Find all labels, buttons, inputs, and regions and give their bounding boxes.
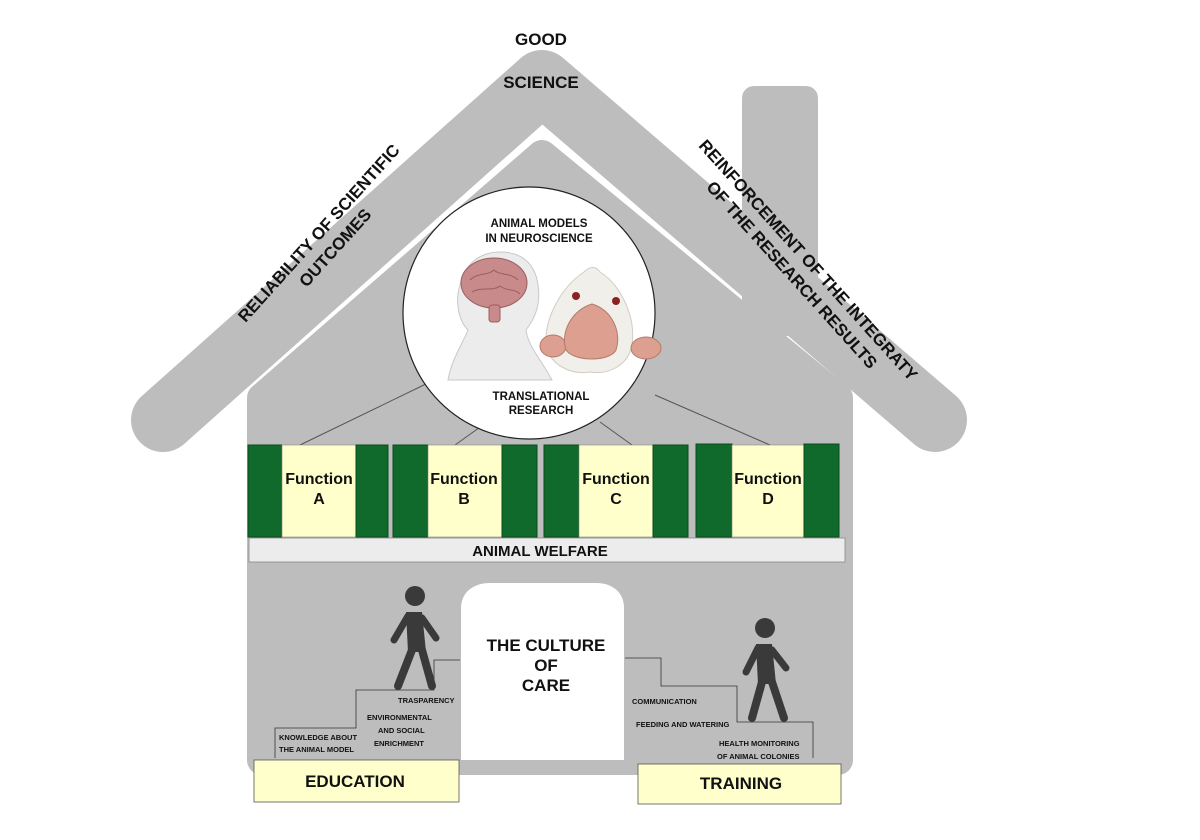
door-label: OF (534, 656, 558, 675)
function-d-label: D (762, 491, 774, 508)
center-circle: ANIMAL MODELS IN NEUROSCIENCE TRANSLATIO… (402, 186, 662, 440)
function-c-label: C (610, 491, 622, 508)
roof-top-label: SCIENCE (503, 73, 579, 92)
function-a-label: Function (285, 471, 353, 488)
function-column-c: Function C (543, 444, 689, 538)
roof: GOOD SCIENCE RELIABILITY OF SCIENTIFIC O… (131, 30, 967, 452)
education-label: EDUCATION (305, 772, 405, 791)
left-step2-label: ENRICHMENT (374, 739, 424, 748)
function-d-label: Function (734, 471, 802, 488)
education-box: EDUCATION (253, 759, 460, 803)
function-column-d: Function D (695, 443, 840, 538)
right-stairs: COMMUNICATION FEEDING AND WATERING HEALT… (625, 657, 814, 761)
animal-welfare-label: ANIMAL WELFARE (472, 543, 608, 560)
rat-brain-icon (539, 267, 662, 374)
training-label: TRAINING (700, 774, 782, 793)
human-brain-head-icon (447, 251, 553, 381)
function-b-label: B (458, 491, 470, 508)
animal-welfare-bar: ANIMAL WELFARE (248, 537, 846, 563)
left-step3-label: TRASPARENCY (398, 696, 455, 705)
circle-title: IN NEUROSCIENCE (485, 233, 593, 245)
function-columns: Function A Function B Function C Functio… (247, 443, 840, 538)
function-column-b: Function B (392, 444, 538, 538)
right-step3-label: OF ANIMAL COLONIES (717, 752, 800, 761)
right-step3-label: HEALTH MONITORING (719, 739, 800, 748)
circle-bottom-label: RESEARCH (509, 405, 574, 417)
walking-person-icon (390, 586, 440, 690)
door-label: CARE (522, 676, 570, 695)
left-stairs: KNOWLEDGE ABOUT THE ANIMAL MODEL ENVIRON… (274, 659, 460, 758)
training-box: TRAINING (637, 763, 842, 805)
right-step2-label: FEEDING AND WATERING (636, 720, 729, 729)
walking-person-icon (742, 618, 790, 722)
roof-top-label: GOOD (515, 30, 567, 49)
left-step1-label: THE ANIMAL MODEL (279, 745, 354, 754)
circle-title: ANIMAL MODELS (491, 218, 588, 230)
right-step1-label: COMMUNICATION (632, 697, 697, 706)
left-step2-label: AND SOCIAL (378, 726, 425, 735)
left-step1-label: KNOWLEDGE ABOUT (279, 733, 357, 742)
function-a-label: A (313, 491, 325, 508)
door-label: THE CULTURE (487, 636, 606, 655)
roof-band (131, 50, 967, 452)
function-c-label: Function (582, 471, 650, 488)
door: THE CULTURE OF CARE (461, 583, 624, 760)
circle-bottom-label: TRANSLATIONAL (493, 391, 590, 403)
function-b-label: Function (430, 471, 498, 488)
left-step2-label: ENVIRONMENTAL (367, 713, 432, 722)
function-column-a: Function A (247, 444, 389, 538)
